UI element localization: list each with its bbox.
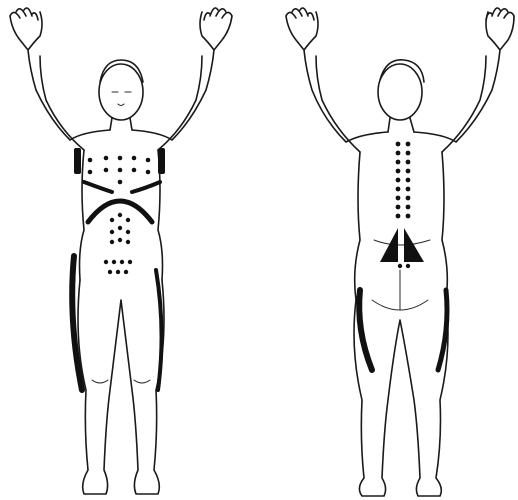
front-left-arm — [10, 12, 110, 150]
back-spine-dot — [396, 151, 401, 156]
back-spine-dot — [396, 205, 401, 210]
front-knees — [92, 380, 150, 383]
front-abdomen-dot — [126, 218, 130, 222]
back-triangle-left — [380, 228, 398, 262]
back-spine-dot — [406, 178, 411, 183]
front-chest-dot — [118, 168, 123, 173]
front-band-under-chest-left — [84, 182, 112, 192]
front-abdomen-dot — [126, 230, 130, 234]
front-chest-dot — [146, 170, 151, 175]
front-band-rib-arc — [88, 201, 152, 222]
front-lower-abdomen-dot — [108, 270, 112, 274]
front-lower-abdomen-dot — [116, 270, 120, 274]
back-head — [378, 64, 422, 120]
front-head — [99, 64, 143, 120]
front-curved-bands — [72, 182, 161, 390]
back-left-arm — [286, 12, 388, 152]
front-chest-dot — [118, 180, 123, 185]
front-lower-abdomen-dot — [128, 260, 132, 264]
back-spine-dot — [396, 160, 401, 165]
front-abdomen-dot — [110, 218, 114, 222]
front-abdomen-dot — [118, 238, 122, 242]
front-lower-abdomen-dot — [104, 260, 108, 264]
back-marks — [359, 228, 447, 370]
front-band-right-leg — [156, 270, 162, 390]
back-triangle-right — [404, 228, 424, 262]
back-torso — [355, 152, 448, 300]
back-spine-dot — [406, 160, 411, 165]
back-lower-back-lines — [372, 240, 430, 310]
front-chest-band-left — [74, 148, 81, 174]
back-spine-dot — [396, 214, 401, 219]
front-right-hand — [204, 8, 232, 20]
front-chest-dot — [104, 168, 109, 173]
front-lower-abdomen-dot — [112, 260, 116, 264]
back-hair — [380, 60, 424, 82]
back-band-left-leg — [359, 290, 372, 370]
back-spine-dot — [396, 169, 401, 174]
back-spine-dot — [396, 142, 401, 147]
front-right-arm — [132, 12, 232, 150]
back-spine-dot — [406, 196, 411, 201]
back-sacrum-dot — [398, 264, 402, 268]
back-spine-dot — [396, 196, 401, 201]
front-abdomen-dot — [118, 226, 122, 230]
front-lower-abdomen-dot — [120, 260, 124, 264]
front-chest-dot — [132, 168, 137, 173]
front-abdomen-dot — [118, 213, 122, 217]
back-spine-dot — [396, 178, 401, 183]
front-chest-dot — [146, 158, 151, 163]
front-chest-dot — [104, 156, 109, 161]
front-abdomen-dot — [110, 240, 114, 244]
back-figure — [286, 8, 514, 496]
front-chest-band-right — [158, 148, 165, 174]
back-band-right-leg — [438, 290, 447, 370]
back-spine-dot — [406, 205, 411, 210]
front-chest-dot — [88, 170, 93, 175]
front-lower-abdomen-dot — [124, 270, 128, 274]
front-chest-dot — [132, 156, 137, 161]
front-legs — [78, 280, 164, 494]
front-chest-dot — [118, 156, 123, 161]
front-face — [112, 92, 131, 106]
front-abdomen-dot — [110, 230, 114, 234]
back-legs — [354, 300, 448, 496]
back-spine-dot — [406, 187, 411, 192]
back-right-arm — [414, 12, 514, 152]
back-sacrum-dot — [406, 264, 410, 268]
back-spine-dot — [406, 151, 411, 156]
front-left-hand — [10, 8, 38, 20]
back-left-hand — [286, 8, 314, 20]
front-figure — [10, 8, 232, 494]
front-band-under-chest-right — [132, 182, 160, 192]
back-spine-dot — [406, 142, 411, 147]
front-abdomen-dot — [126, 240, 130, 244]
back-spine-dot — [396, 187, 401, 192]
back-spine-dot — [406, 169, 411, 174]
front-chest-dot — [88, 158, 93, 163]
back-spine-dot — [406, 214, 411, 219]
back-right-hand — [486, 8, 514, 20]
